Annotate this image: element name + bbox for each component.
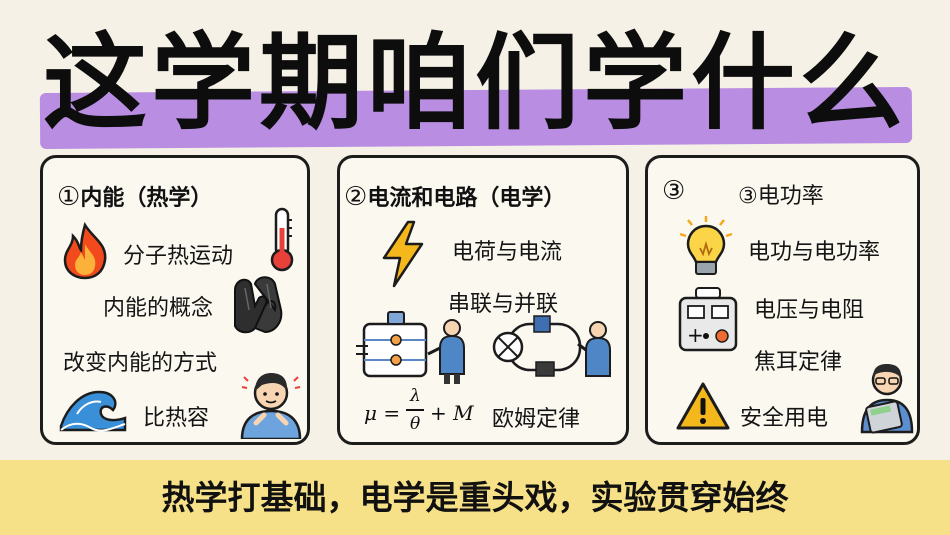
meter-icon: + [678,287,738,352]
list-item: 串联与并联 [448,292,559,317]
calculator-person-icon [860,364,914,434]
fire-icon [63,222,107,280]
formula-fraction-bar [406,409,424,411]
formula-mu: μ = [364,401,401,425]
thermometer-icon [270,207,294,272]
card-heading: ①内能（热学） [57,180,212,212]
card-number: ② [344,182,368,212]
wave-icon [59,390,127,432]
card-power: ③ ③电功率 电功与电功率 + 电压与电阻 焦耳定律 安全用电 [645,155,920,445]
list-item: 分子热运动 [123,244,234,269]
card-heading: ②电流和电路（电学） [344,180,565,212]
card-title: 内能（热学） [80,186,213,211]
card-number: ① [57,182,81,212]
list-item: 欧姆定律 [492,407,581,432]
gloves-icon [234,276,283,334]
list-item: 内能的概念 [103,296,214,321]
card-heading: ③ [662,176,685,206]
light-bulb-icon [679,216,733,275]
formula-numerator: λ [410,386,421,406]
footer-summary: 热学打基础，电学是重头戏，实验贯穿始终 [161,478,789,517]
card-number: ③ [662,176,686,206]
circuit-loop-icon [492,315,611,377]
footer-band: 热学打基础，电学是重头戏，实验贯穿始终 [0,460,950,535]
title-area: 这学期咱们学什么 [0,18,950,150]
list-item: 电荷与电流 [452,240,563,265]
warning-icon [676,382,730,430]
circuit-board-icon [356,311,465,384]
list-item: 比热容 [143,406,210,431]
card-thermal: ①内能（热学） 分子热运动 内能的概念 改变内能的方式 比热 [40,155,310,445]
formula-denominator: θ [410,414,421,434]
card-circuit: ②电流和电路（电学） 电荷与电流 串联与并联 μ = λ θ + M 欧姆定律 [337,155,629,445]
list-item: 安全用电 [740,406,829,431]
svg-text:+: + [687,323,704,347]
list-item: 焦耳定律 [754,350,843,375]
formula-rest: + M [430,401,474,425]
list-item: 电压与电阻 [754,298,865,323]
list-item: 电功与电功率 [748,240,881,265]
page-title: 这学期咱们学什么 [42,22,907,144]
card-title: ③电功率 [738,184,824,209]
person-icon [240,373,302,439]
lightning-icon [382,220,424,288]
card-title: 电流和电路（电学） [367,186,566,211]
list-item: 改变内能的方式 [63,351,218,376]
